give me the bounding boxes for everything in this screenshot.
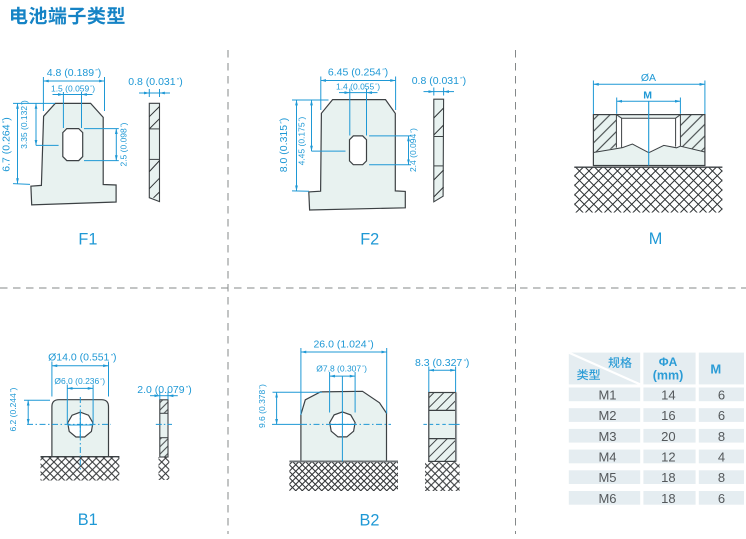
svg-text:3.35 (0.132 ″): 3.35 (0.132 ″): [19, 100, 29, 149]
svg-text:6: 6: [718, 387, 725, 402]
svg-text:8.0 (0.315 ″): 8.0 (0.315 ″): [278, 118, 290, 172]
svg-text:M5: M5: [598, 470, 616, 485]
svg-text:M3: M3: [598, 429, 616, 444]
svg-text:6.7 (0.264 ″): 6.7 (0.264 ″): [1, 117, 13, 171]
svg-text:Ø7.8 (0.307 ″): Ø7.8 (0.307 ″): [316, 364, 367, 374]
svg-text:12: 12: [661, 450, 675, 465]
svg-text:8.3 (0.327 ″): 8.3 (0.327 ″): [415, 357, 469, 369]
svg-text:9.6 (0.378 ″): 9.6 (0.378 ″): [257, 384, 267, 428]
svg-text:26.0 (1.024 ″): 26.0 (1.024 ″): [313, 338, 373, 350]
svg-text:M: M: [649, 230, 663, 248]
svg-text:M6: M6: [598, 491, 616, 506]
svg-text:8: 8: [718, 470, 725, 485]
svg-text:16: 16: [661, 408, 675, 423]
svg-text:M1: M1: [598, 387, 616, 402]
svg-text:6: 6: [718, 491, 725, 506]
svg-text:ØA: ØA: [641, 72, 656, 84]
svg-text:F2: F2: [360, 230, 379, 248]
svg-text:8: 8: [718, 429, 725, 444]
svg-text:M2: M2: [598, 408, 616, 423]
svg-text:18: 18: [661, 491, 675, 506]
svg-text:6: 6: [718, 408, 725, 423]
svg-text:F1: F1: [78, 231, 97, 249]
svg-text:ΦA: ΦA: [659, 355, 678, 369]
svg-text:14: 14: [661, 387, 675, 402]
svg-text:6.2 (0.244 ″): 6.2 (0.244 ″): [8, 387, 18, 431]
svg-text:4.45 (0.175 ″): 4.45 (0.175 ″): [297, 116, 307, 165]
svg-text:M4: M4: [598, 450, 616, 465]
svg-text:M: M: [710, 362, 721, 377]
svg-text:(mm): (mm): [653, 369, 684, 383]
svg-text:B2: B2: [360, 511, 380, 529]
svg-text:0.8 (0.031 ″): 0.8 (0.031 ″): [128, 76, 182, 88]
svg-text:6.45 (0.254 ″): 6.45 (0.254 ″): [328, 67, 388, 79]
svg-text:4: 4: [718, 450, 725, 465]
svg-text:1.5 (0.059 ″): 1.5 (0.059 ″): [51, 84, 95, 94]
svg-text:4.8 (0.189 ″): 4.8 (0.189 ″): [47, 67, 101, 79]
svg-text:18: 18: [661, 470, 675, 485]
svg-text:20: 20: [661, 429, 675, 444]
svg-text:M: M: [643, 89, 652, 101]
svg-text:B1: B1: [78, 511, 98, 529]
svg-text:1.4 (0.055 ″): 1.4 (0.055 ″): [336, 82, 380, 92]
svg-text:Ø6.0 (0.236 ″): Ø6.0 (0.236 ″): [54, 376, 105, 386]
svg-text:0.8 (0.031 ″): 0.8 (0.031 ″): [412, 75, 466, 87]
svg-text:2.4 (0.094 ″): 2.4 (0.094 ″): [408, 128, 418, 172]
svg-text:2.5 (0.098 ″): 2.5 (0.098 ″): [119, 122, 129, 166]
svg-text:2.0 (0.079 ″): 2.0 (0.079 ″): [137, 384, 191, 396]
svg-text:Ø14.0 (0.551 ″): Ø14.0 (0.551 ″): [48, 352, 116, 364]
